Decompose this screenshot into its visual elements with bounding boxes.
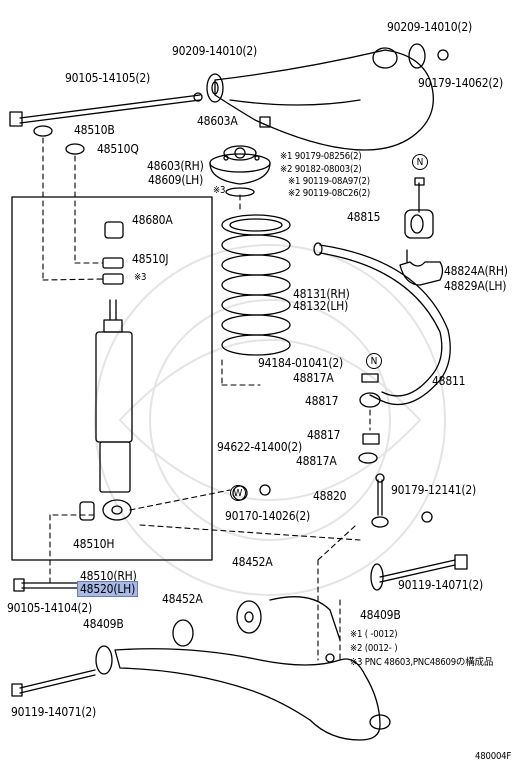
footnote: ※3 PNC 48603,PNC48609の構成品 (350, 657, 494, 668)
part-label: 48680A (132, 213, 173, 227)
part-label: 48817A (296, 454, 337, 468)
part-label: 48409B (83, 617, 124, 631)
lower-arm (114, 648, 381, 741)
part-label: ※1 90119-08A97(2) (288, 176, 370, 187)
note-marker: ※3 (213, 185, 226, 196)
washer-marker-icon: W (230, 485, 246, 501)
part-label: 48510H (73, 537, 115, 551)
part-label: 48603A (197, 114, 238, 128)
part-label: 90105-14104(2) (7, 601, 93, 615)
note-marker: ※3 (134, 272, 147, 283)
part-label: 48815 (347, 210, 381, 224)
watermark (94, 244, 446, 596)
part-label: 48817 (305, 394, 339, 408)
part-label: 48131(RH) (293, 287, 350, 301)
part-label: ※2 90119-08C26(2) (288, 188, 371, 199)
part-label: 48820 (313, 489, 347, 503)
coil-spring (221, 214, 291, 356)
part-label: 48603(RH) (147, 159, 204, 173)
shock-group-frame (11, 196, 213, 561)
part-label: 48452A (232, 555, 273, 569)
part-label: 94622-41400(2) (217, 440, 303, 454)
part-label: 48829A(LH) (444, 279, 507, 293)
upper-arm (214, 49, 434, 151)
part-label: 48510B (74, 123, 115, 137)
diagram-code: 480004F (475, 751, 512, 762)
part-label: 90105-14105(2) (65, 71, 151, 85)
footnote: ※1 ( -0012) (350, 629, 398, 640)
part-label: 90209-14010(2) (387, 20, 473, 34)
part-label: 90179-14062(2) (418, 76, 504, 90)
part-label: 90209-14010(2) (172, 44, 258, 58)
part-label: 48817A (293, 371, 334, 385)
part-label: 48510J (132, 252, 169, 266)
n-marker-icon: N (412, 154, 428, 170)
n-marker-icon: N (366, 353, 382, 369)
part-label: 94184-01041(2) (258, 356, 344, 370)
part-label: 48510(RH) (80, 569, 137, 583)
part-label: 48452A (162, 592, 203, 606)
part-label: 90119-14071(2) (398, 578, 484, 592)
part-label: 48510Q (97, 142, 139, 156)
part-label: 48811 (432, 374, 466, 388)
shock-absorber (79, 221, 133, 521)
stabilizer-bar (319, 244, 451, 406)
part-label: 48609(LH) (148, 173, 204, 187)
part-label: 48409B (360, 608, 401, 622)
part-label: 48817 (307, 428, 341, 442)
footnote: ※2 (0012- ) (350, 643, 398, 654)
highlighted-part-label[interactable]: 48520(LH) (76, 581, 139, 597)
part-label: 48132(LH) (293, 299, 349, 313)
part-label: ※1 90179-08256(2) (280, 151, 362, 162)
part-label: 90179-12141(2) (391, 483, 477, 497)
part-label: 90170-14026(2) (225, 509, 311, 523)
part-label: 48824A(RH) (444, 264, 508, 278)
part-label: ※2 90182-08003(2) (280, 164, 362, 175)
part-label: 90119-14071(2) (11, 705, 97, 719)
